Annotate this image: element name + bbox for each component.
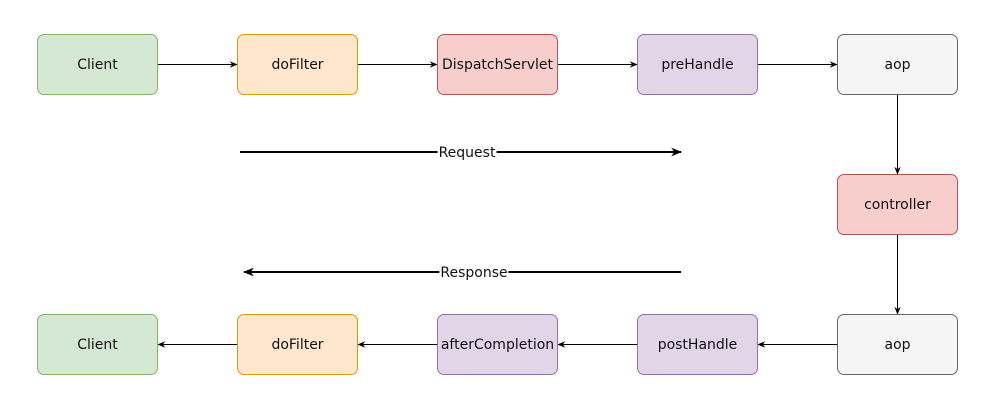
aop-bottom-node: aop [837, 314, 958, 375]
aop-top-node: aop [837, 34, 958, 95]
response-label: Response [439, 265, 509, 281]
dofilter-top-node: doFilter [237, 34, 358, 95]
aftercompletion-node: afterCompletion [437, 314, 558, 375]
connector-arrows [157, 61, 901, 348]
client-bottom-node: Client [37, 314, 158, 375]
controller-node: controller [837, 174, 958, 235]
request-label: Request [437, 145, 497, 161]
posthandle-node: postHandle [637, 314, 758, 375]
dispatchservlet-node: DispatchServlet [437, 34, 558, 95]
client-top-node: Client [37, 34, 158, 95]
prehandle-node: preHandle [637, 34, 758, 95]
dofilter-bottom-node: doFilter [237, 314, 358, 375]
